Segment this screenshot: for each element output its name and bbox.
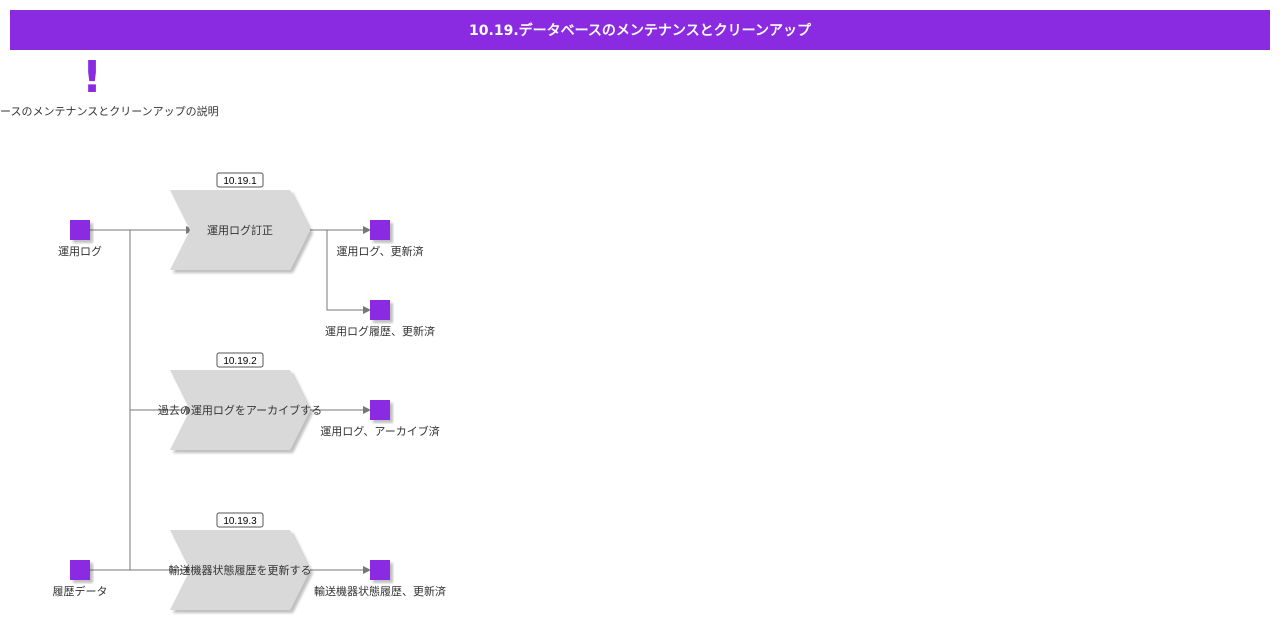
- connector-p1-o2: [326, 230, 371, 314]
- output-label: 輸送機器状態履歴、更新済: [314, 584, 446, 598]
- process-number: 10.19.1: [223, 176, 257, 187]
- process-p1[interactable]: 10.19.1 運用ログ訂正: [170, 172, 310, 270]
- process-label: 運用ログ訂正: [207, 223, 273, 237]
- process-label: 過去の運用ログをアーカイブする: [158, 403, 322, 417]
- process-p3[interactable]: 10.19.3 輸送機器状態履歴を更新する: [169, 512, 312, 610]
- input-in2[interactable]: 履歴データ: [53, 560, 108, 598]
- process-number: 10.19.2: [223, 356, 257, 367]
- input-in1[interactable]: 運用ログ: [58, 220, 102, 258]
- output-o1[interactable]: 運用ログ、更新済: [336, 220, 424, 258]
- page-title: 10.19.データベースのメンテナンスとクリーンアップ: [10, 10, 1270, 50]
- output-label: 運用ログ、更新済: [336, 244, 423, 258]
- process-p2[interactable]: 10.19.2 過去の運用ログをアーカイブする: [158, 352, 322, 450]
- output-o2[interactable]: 運用ログ履歴、更新済: [325, 300, 435, 338]
- input-label: 履歴データ: [53, 584, 108, 598]
- note-description: ースのメンテナンスとクリーンアップの説明: [0, 105, 219, 118]
- connectors: [90, 226, 371, 574]
- exclamation-icon: !: [82, 52, 103, 103]
- output-o4[interactable]: 輸送機器状態履歴、更新済: [314, 560, 446, 598]
- process-number: 10.19.3: [223, 516, 257, 527]
- process-label: 輸送機器状態履歴を更新する: [169, 563, 312, 577]
- output-label: 運用ログ履歴、更新済: [325, 324, 435, 338]
- input-label: 運用ログ: [58, 244, 102, 258]
- output-o3[interactable]: 運用ログ、アーカイブ済: [320, 400, 440, 438]
- output-label: 運用ログ、アーカイブ済: [320, 424, 440, 438]
